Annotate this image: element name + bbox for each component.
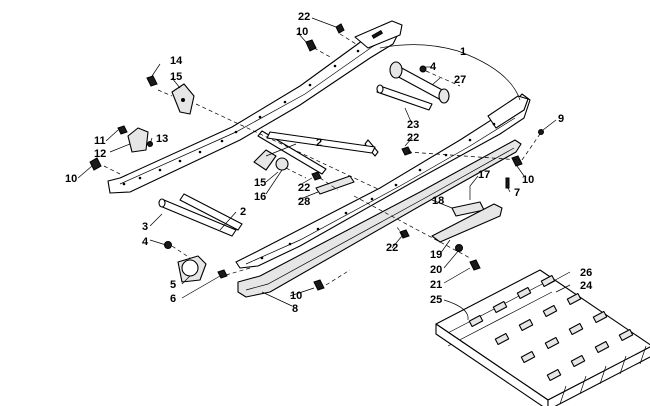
label-23: 23 <box>407 119 419 131</box>
label-22: 22 <box>298 11 310 23</box>
rear-axle-assembly <box>389 61 450 104</box>
cross-shaft-front <box>158 193 243 237</box>
label-21: 21 <box>430 279 442 291</box>
label-26: 26 <box>580 267 592 279</box>
label-9: 9 <box>558 113 564 125</box>
track <box>435 269 650 406</box>
label-10: 10 <box>522 174 534 186</box>
track-studs <box>468 274 634 382</box>
label-18: 18 <box>432 195 444 207</box>
fasteners <box>89 23 544 291</box>
label-6: 6 <box>170 293 176 305</box>
label-17: 17 <box>478 169 490 181</box>
label-10: 10 <box>65 173 77 185</box>
label-3: 3 <box>142 221 148 233</box>
bracket-15-upper <box>171 83 195 115</box>
label-2: 2 <box>316 137 322 149</box>
callout-labels: 22 10 1 4 27 14 15 9 23 22 11 12 13 2 10… <box>65 11 593 315</box>
cross-shaft-upper <box>257 130 379 175</box>
label-1: 1 <box>460 46 466 58</box>
slide-rail <box>237 139 522 298</box>
label-24: 24 <box>580 280 593 292</box>
label-2: 2 <box>240 206 246 218</box>
left-rail <box>107 20 403 194</box>
label-4: 4 <box>430 61 437 73</box>
label-19: 19 <box>430 249 442 261</box>
label-4: 4 <box>142 236 149 248</box>
label-22: 22 <box>298 182 310 194</box>
label-22: 22 <box>407 132 419 144</box>
label-11: 11 <box>94 135 106 147</box>
label-25: 25 <box>430 294 442 306</box>
bracket-15-lower <box>253 149 289 171</box>
label-20: 20 <box>430 264 442 276</box>
cross-shaft-rear <box>376 84 433 111</box>
label-14: 14 <box>170 55 183 67</box>
label-12: 12 <box>94 148 106 160</box>
label-10: 10 <box>296 26 308 38</box>
label-15: 15 <box>170 71 182 83</box>
label-13: 13 <box>156 133 168 145</box>
leader-lines <box>77 17 571 321</box>
label-7: 7 <box>514 187 520 199</box>
label-8: 8 <box>292 303 298 315</box>
bracket-19 <box>431 203 503 243</box>
track-lugs <box>559 345 647 405</box>
label-28: 28 <box>298 196 310 208</box>
idler-wheel-5 <box>177 255 207 283</box>
label-10: 10 <box>290 290 302 302</box>
label-27: 27 <box>454 74 466 86</box>
block-13 <box>127 127 149 153</box>
label-22: 22 <box>386 242 398 254</box>
label-5: 5 <box>170 279 176 291</box>
label-15: 15 <box>254 177 266 189</box>
slider-bracket-28 <box>315 175 355 195</box>
label-16: 16 <box>254 191 266 203</box>
right-rail <box>235 93 531 269</box>
